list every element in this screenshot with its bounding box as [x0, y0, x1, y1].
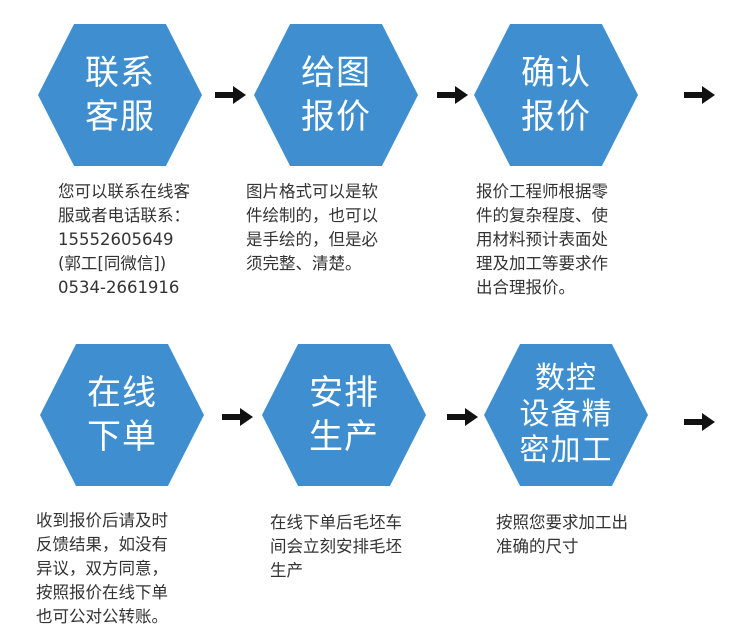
step-description: 在线下单后毛坯车 间会立刻安排毛坯 生产	[270, 513, 402, 580]
step-title: 安排 生产	[309, 373, 379, 457]
step-title: 给图 报价	[301, 53, 371, 137]
step-description: 报价工程师根据零 件的复杂程度、使 用材料预计表面处 理及加工等要求作 出合理报…	[476, 182, 608, 297]
step-hexagon-order: 在线 下单	[40, 344, 204, 486]
step-title: 确认 报价	[521, 53, 591, 137]
step-hexagon-cnc: 数控 设备精 密加工	[484, 344, 648, 486]
arrow-right-icon	[684, 86, 715, 104]
step-hexagon-confirm: 确认 报价	[474, 24, 638, 166]
step-description: 图片格式可以是软 件绘制的，也可以 是手绘的，但是必 须完整、清楚。	[246, 182, 378, 273]
arrow-right-icon	[215, 86, 246, 104]
step-title: 联系 客服	[85, 53, 155, 137]
arrow-right-icon	[222, 408, 253, 426]
step-title: 在线 下单	[87, 373, 157, 457]
step-hexagon-production: 安排 生产	[262, 344, 426, 486]
step-hexagon-contact: 联系 客服	[38, 24, 202, 166]
arrow-right-icon	[447, 408, 478, 426]
step-description: 收到报价后请及时 反馈结果，如没有 异议，双方同意， 按照报价在线下单 也可公对…	[36, 511, 168, 626]
arrow-right-icon	[684, 413, 715, 431]
arrow-right-icon	[437, 86, 468, 104]
step-hexagon-drawing: 给图 报价	[254, 24, 418, 166]
step-description: 按照您要求加工出 准确的尺寸	[496, 513, 628, 556]
step-title: 数控 设备精 密加工	[519, 361, 613, 468]
step-description: 您可以联系在线客 服或者电话联系： 15552605649 (郭工[同微信]) …	[58, 182, 190, 297]
